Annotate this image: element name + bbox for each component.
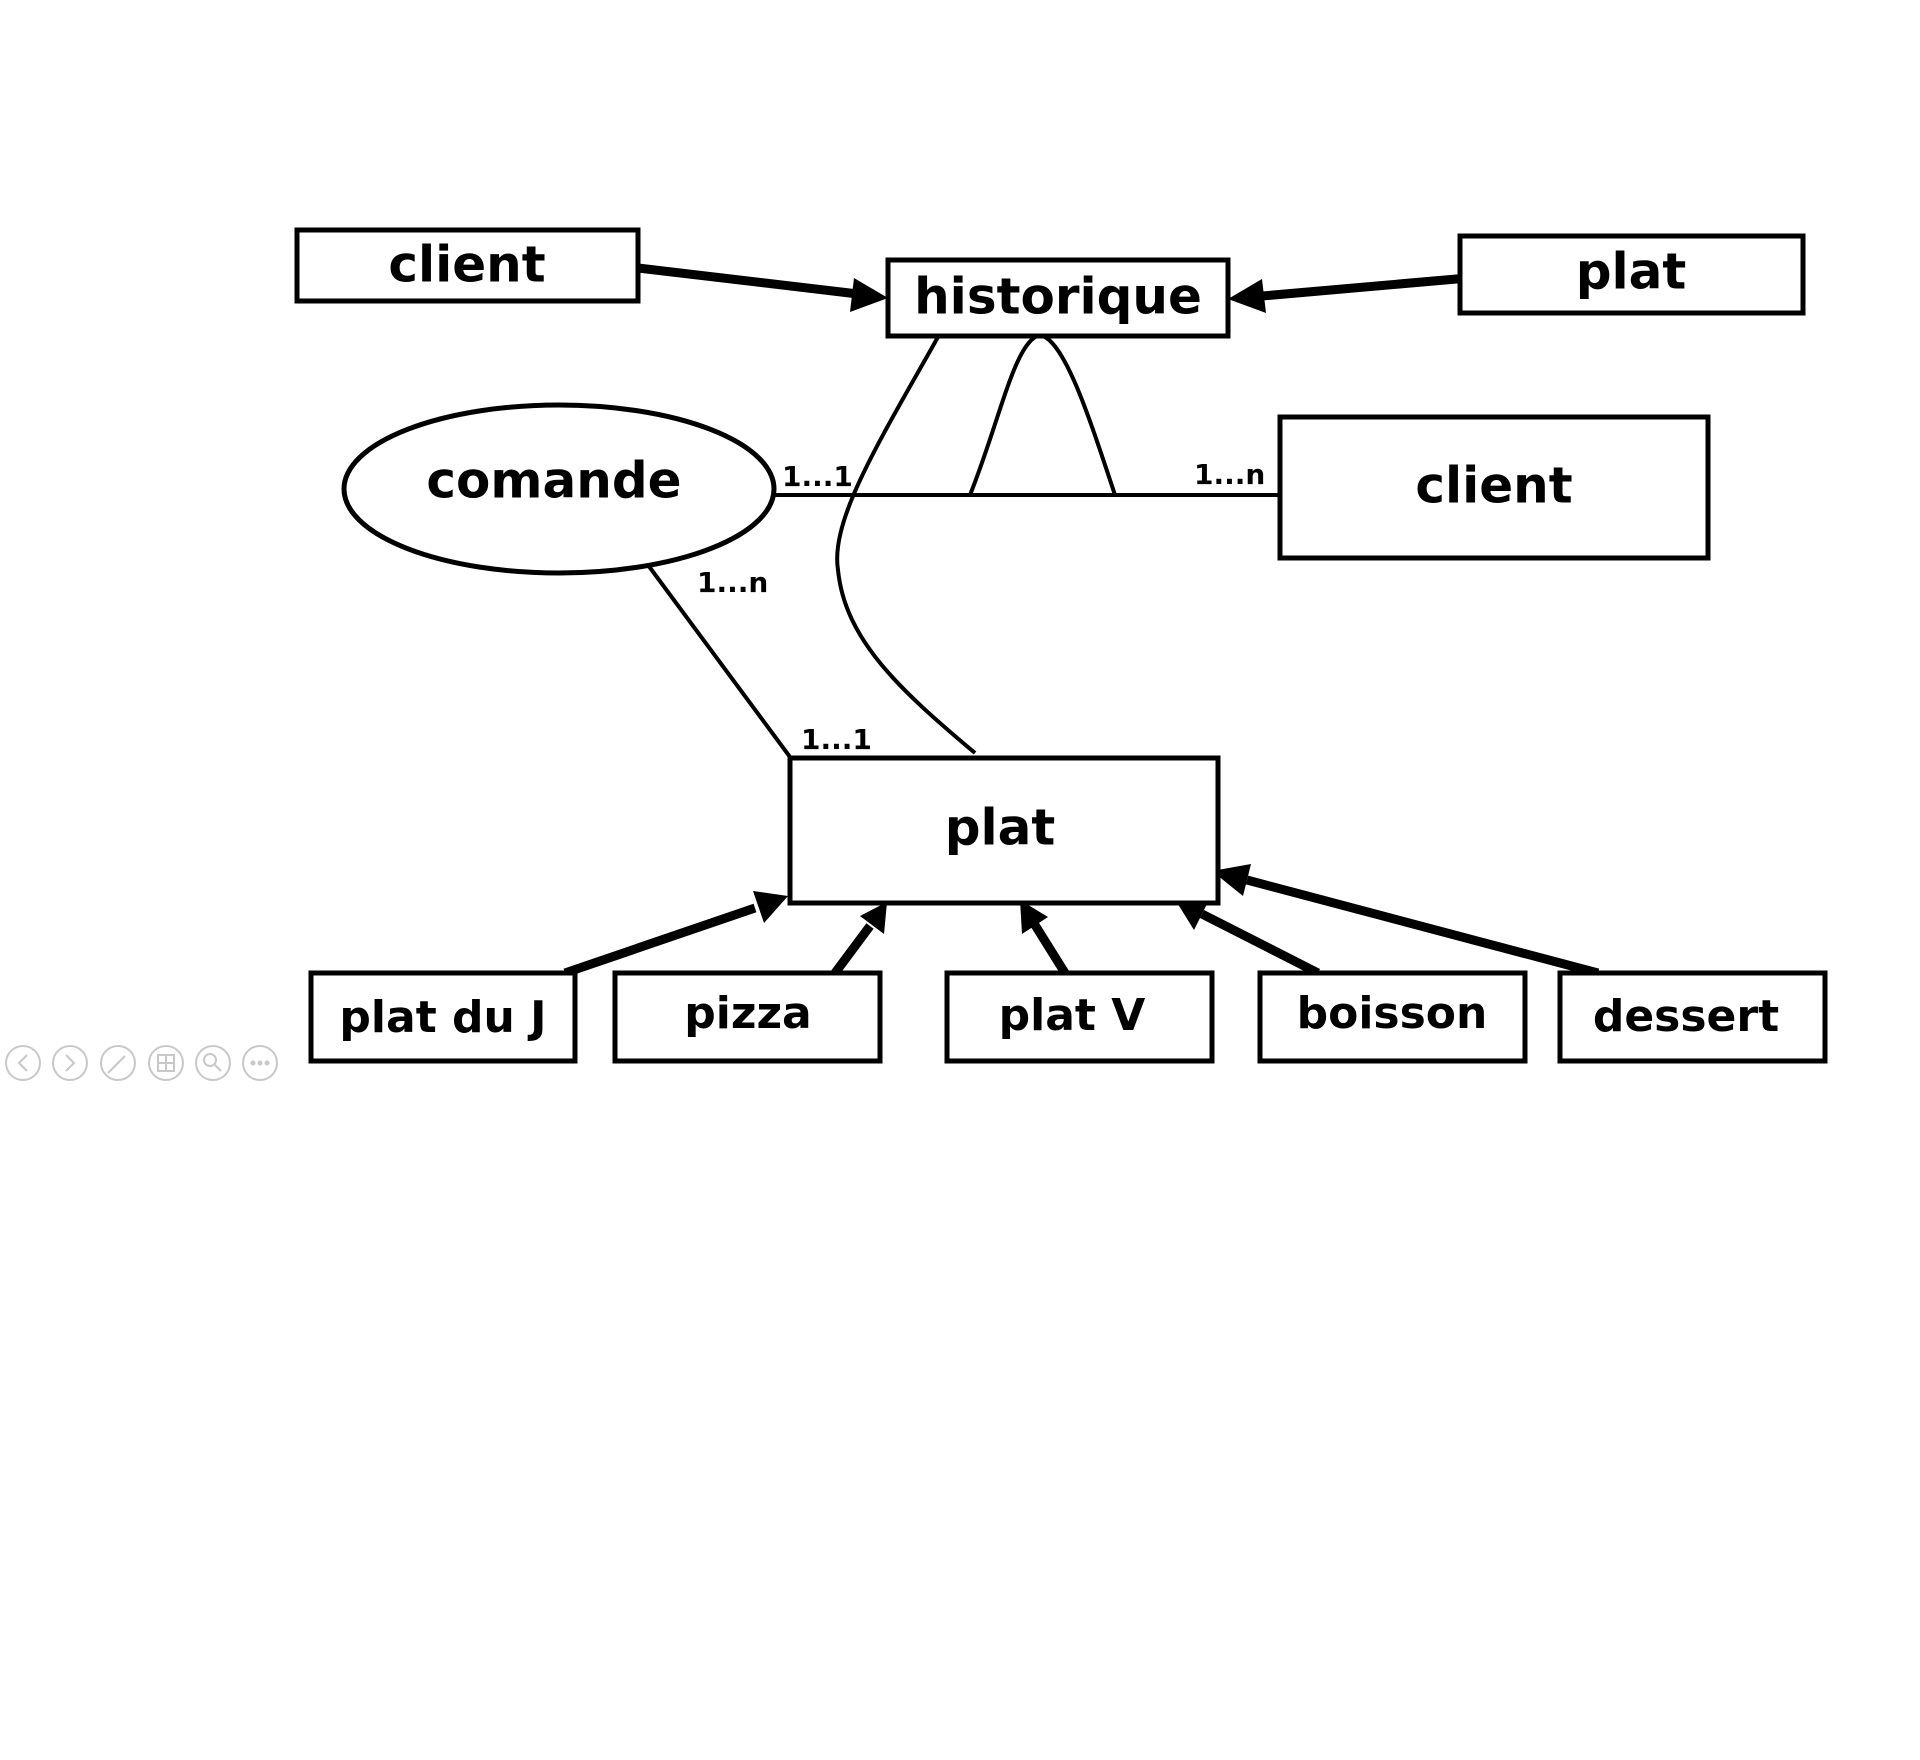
relation-comande-label: comande [426,452,681,510]
entity-pizza: pizza [612,970,883,1064]
next-slide-icon[interactable] [52,1045,88,1081]
relation-comande: comande [341,402,777,576]
more-options-icon[interactable] [242,1045,278,1081]
entity-pizza-label: pizza [684,988,812,1039]
arrow-dessert-to-plat [1212,864,1600,978]
entity-plat-v-label: plat V [999,990,1146,1041]
entity-plat-top: plat [1457,233,1806,316]
entity-historique-label: historique [914,268,1202,326]
entity-boisson: boisson [1257,970,1528,1064]
entity-dessert: dessert [1557,970,1828,1064]
zoom-icon[interactable] [195,1045,231,1081]
cardinality-plat-top: 1...1 [801,723,872,756]
link-historique-relation [968,332,1117,496]
slideshow-toolbar [5,1045,278,1081]
entity-plat-v: plat V [944,970,1215,1064]
slides-grid-icon[interactable] [148,1045,184,1081]
arrow-boisson-to-plat [1176,901,1321,978]
entity-client-right: client [1277,414,1711,561]
pen-icon[interactable] [100,1045,136,1081]
arrow-platduj-to-plat [563,891,788,978]
entity-plat-du-j-label: plat du J [339,992,546,1043]
entity-dessert-label: dessert [1593,991,1779,1042]
entity-plat-center: plat [787,755,1221,906]
arrow-platv-to-plat [1020,900,1069,976]
arrow-client-to-historique [637,263,888,312]
entity-historique: historique [885,257,1231,339]
entity-client-top-label: client [388,236,545,294]
cardinality-client-right: 1...n [1194,458,1265,491]
entity-plat-center-label: plat [945,799,1056,857]
link-comande-plat [646,563,792,759]
arrow-plat-to-historique [1228,273,1469,313]
previous-slide-icon[interactable] [5,1045,41,1081]
entity-plat-top-label: plat [1576,243,1687,301]
entity-plat-du-j: plat du J [308,970,578,1064]
arrow-pizza-to-plat [831,902,887,976]
entity-boisson-label: boisson [1297,988,1488,1039]
cardinality-comande-left: 1...1 [782,460,853,493]
cardinality-comande-down: 1...n [697,566,768,599]
entity-client-top: client [294,227,641,304]
entity-client-right-label: client [1415,457,1572,515]
link-historique-plat [835,336,977,755]
